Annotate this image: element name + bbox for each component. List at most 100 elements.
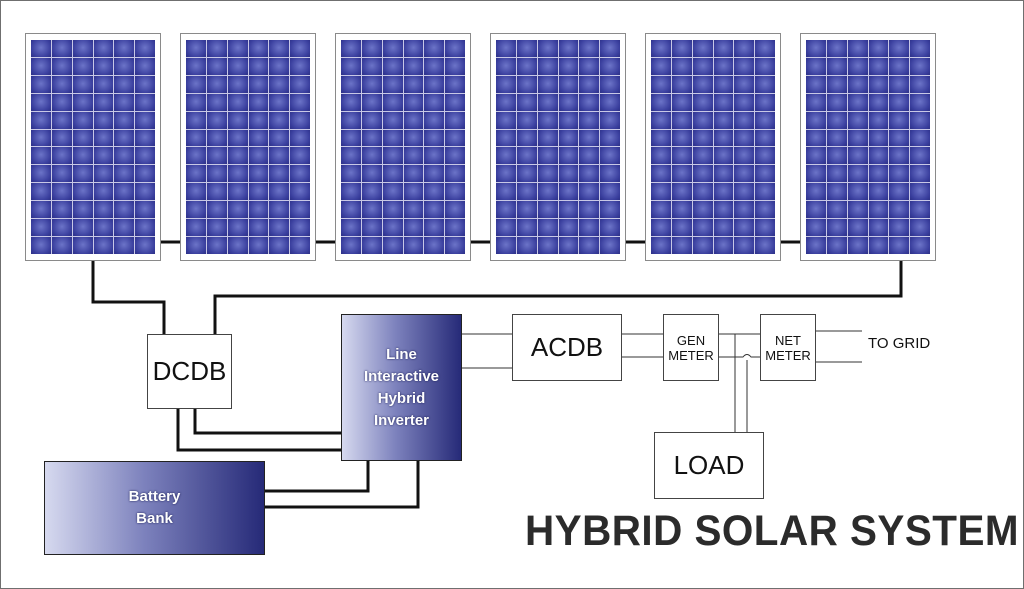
pv-cell [93,75,114,93]
panel-cell-grid [651,40,775,254]
pv-cell [93,93,114,111]
pv-cell [868,165,889,183]
pv-cell [868,57,889,75]
pv-cell [713,129,734,147]
pv-cell [72,183,93,201]
pv-cell [600,201,620,219]
pv-cell [51,57,72,75]
pv-cell [734,183,755,201]
pv-cell [51,40,72,57]
pv-cell [826,129,847,147]
pv-cell [806,111,826,129]
panel-cell-grid [341,40,465,254]
pv-cell [734,111,755,129]
pv-cell [31,147,51,165]
pv-cell [516,183,537,201]
pv-cell [868,93,889,111]
pv-cell [424,40,445,57]
pv-cell [496,201,516,219]
panel-cell-grid [186,40,310,254]
pv-cell [31,75,51,93]
pv-cell [713,219,734,237]
pv-cell [826,237,847,254]
pv-cell [558,40,579,57]
pv-cell [382,237,403,254]
pv-cell [600,111,620,129]
pv-cell [186,237,206,254]
pv-cell [889,219,910,237]
pv-cell [361,165,382,183]
pv-cell [868,219,889,237]
pv-cell [135,111,155,129]
pv-cell [600,165,620,183]
pv-cell [826,111,847,129]
pv-cell [135,40,155,57]
pv-cell [806,57,826,75]
pv-cell [382,183,403,201]
pv-cell [516,237,537,254]
pv-cell [558,75,579,93]
pv-cell [135,219,155,237]
pv-cell [403,201,424,219]
pv-cell [341,111,361,129]
dcdb-to-inverter-cables [176,409,341,452]
pv-cell [361,75,382,93]
pv-cell [600,183,620,201]
dcdb-label: DCDB [152,356,227,386]
pv-cell [692,147,713,165]
pv-cell [206,237,227,254]
pv-cell [713,111,734,129]
pv-cell [600,75,620,93]
pv-cell [186,57,206,75]
pv-cell [558,237,579,254]
pv-cell [290,183,310,201]
pv-cell [51,219,72,237]
pv-cell [889,183,910,201]
pv-cell [558,147,579,165]
pv-cell [206,201,227,219]
pv-cell [910,201,930,219]
pv-cell [248,237,269,254]
pv-cell [248,75,269,93]
pv-cell [290,40,310,57]
pv-cell [206,165,227,183]
pv-cell [31,165,51,183]
pv-cell [600,129,620,147]
pv-cell [847,75,868,93]
pv-cell [227,219,248,237]
pv-cell [445,40,465,57]
pv-cell [496,237,516,254]
pv-cell [361,40,382,57]
pv-cell [558,129,579,147]
pv-cell [403,147,424,165]
pv-cell [558,219,579,237]
pv-cell [755,57,775,75]
pv-cell [403,40,424,57]
pv-cell [248,147,269,165]
inverter-label: Line Interactive Hybrid Inverter [363,345,440,429]
pv-cell [537,219,558,237]
panel-cell-grid [806,40,930,254]
pv-cell [910,57,930,75]
pv-cell [537,201,558,219]
pv-cell [651,147,671,165]
pv-cell [114,129,135,147]
pv-cell [889,57,910,75]
pv-cell [114,147,135,165]
pv-cell [826,93,847,111]
pv-cell [579,129,600,147]
pv-cell [579,201,600,219]
pv-cell [135,57,155,75]
pv-cell [206,183,227,201]
pv-cell [31,129,51,147]
pv-cell [424,93,445,111]
pv-cell [558,111,579,129]
pv-cell [496,165,516,183]
pv-cell [847,219,868,237]
pv-cell [248,219,269,237]
pv-cell [558,201,579,219]
pv-cell [341,75,361,93]
pv-cell [910,165,930,183]
pv-cell [910,183,930,201]
pv-cell [713,75,734,93]
